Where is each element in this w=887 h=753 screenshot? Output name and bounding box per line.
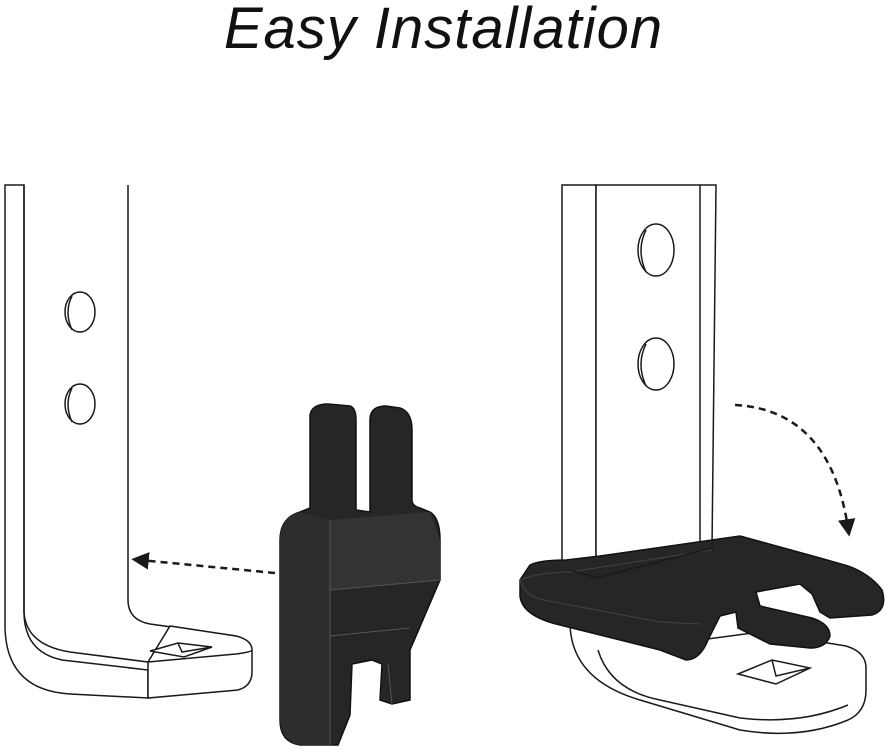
- bolt-hole: [637, 223, 675, 277]
- bolt-hole: [64, 383, 96, 425]
- slide-in-arrow-icon: [131, 552, 276, 575]
- left-bracket: [4, 184, 253, 699]
- right-bracket-foot: [569, 624, 867, 735]
- black-foot-part: [279, 403, 441, 746]
- page-title: Easy Installation: [223, 0, 664, 61]
- left-bracket-foot: [147, 625, 253, 699]
- left-bracket-upright: [4, 184, 149, 699]
- bolt-hole: [64, 291, 96, 333]
- bolt-hole: [637, 337, 675, 391]
- right-bracket-upright: [561, 184, 597, 581]
- black-foot-installed: [519, 535, 885, 661]
- rotate-down-arrow-icon: [734, 403, 856, 537]
- right-bracket: [561, 184, 867, 735]
